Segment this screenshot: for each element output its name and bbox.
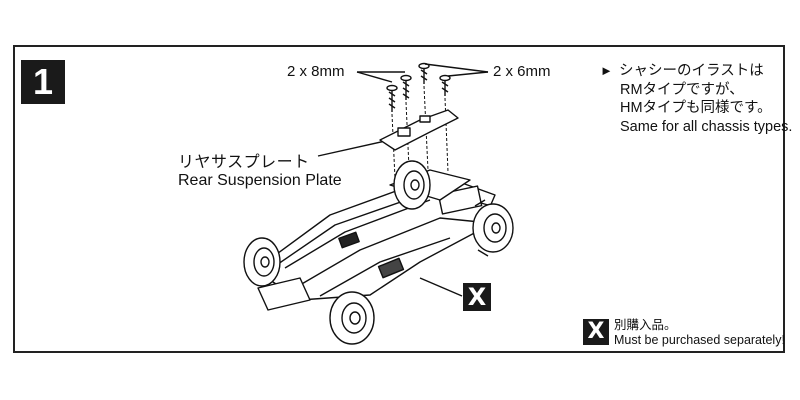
note-line-1: シャシーのイラストは bbox=[619, 63, 764, 79]
part-name-en: Rear Suspension Plate bbox=[178, 172, 342, 189]
leader-line-screw-left bbox=[356, 71, 393, 83]
step-number-badge: 1 bbox=[21, 60, 65, 104]
leader-line-x bbox=[419, 277, 463, 297]
wheel-rear-right bbox=[472, 199, 514, 257]
screw-icon bbox=[418, 62, 430, 84]
instruction-frame bbox=[13, 45, 785, 353]
wheel-rear-left bbox=[393, 160, 431, 210]
rear-suspension-plate bbox=[379, 109, 459, 151]
screw-icon bbox=[386, 84, 398, 112]
wheel-front-right bbox=[329, 291, 375, 345]
note-line-2: RMタイプですが、 bbox=[620, 81, 744, 98]
screw-size-label-right: 2 x 6mm bbox=[493, 63, 551, 80]
chassis-frame bbox=[254, 169, 496, 311]
wheel-front-left bbox=[243, 237, 281, 287]
chassis-note: ► シャシーのイラストは RMタイプですが、 HMタイプも同様です。 Same f… bbox=[600, 62, 792, 136]
note-line-3: HMタイプも同様です。 bbox=[620, 100, 772, 116]
leader-line-screw-right bbox=[447, 71, 489, 77]
legend-x-icon: X bbox=[583, 319, 609, 345]
legend-text-jp: 別購入品。 bbox=[614, 318, 677, 332]
screw-size-label-left: 2 x 8mm bbox=[287, 63, 345, 80]
legend-text: 別購入品。 Must be purchased separately! bbox=[614, 318, 785, 348]
screw-icon bbox=[400, 74, 412, 100]
separate-purchase-marker: X bbox=[463, 283, 491, 311]
triangle-right-icon: ► bbox=[600, 63, 613, 78]
note-line-4: Same for all chassis types. bbox=[620, 118, 793, 135]
leader-line-screw-right-2 bbox=[424, 63, 489, 73]
leader-line-plate bbox=[317, 139, 391, 157]
legend-text-en: Must be purchased separately! bbox=[614, 333, 785, 347]
screw-icon bbox=[439, 74, 451, 96]
part-name-jp: リヤサスプレート bbox=[178, 154, 310, 171]
